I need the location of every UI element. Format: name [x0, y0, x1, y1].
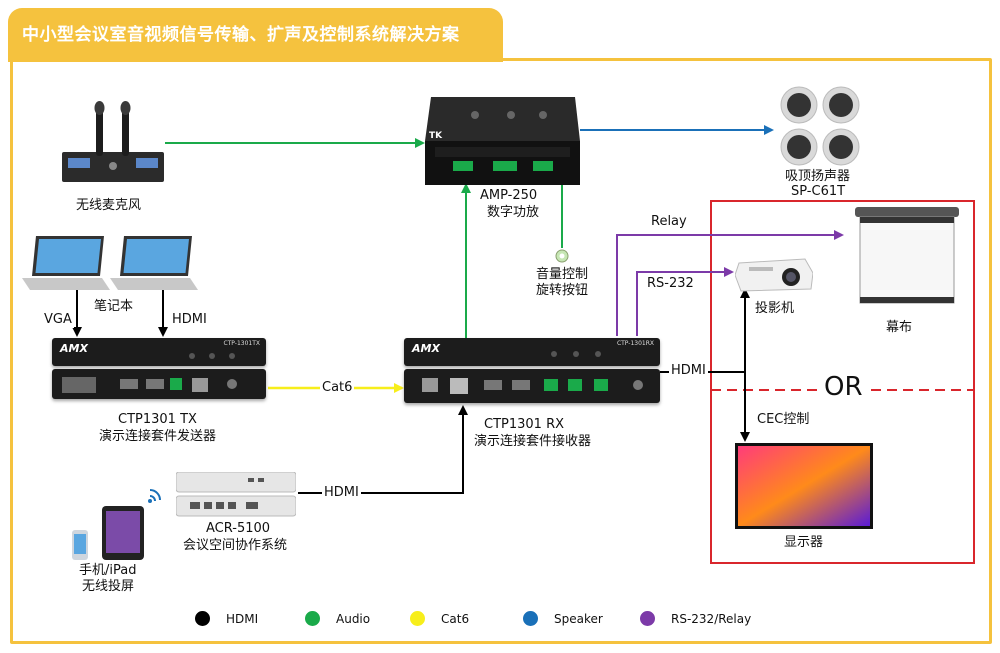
screen-device: [855, 207, 959, 311]
tx-desc: 演示连接套件发送器: [99, 429, 217, 444]
projector-icon: [734, 258, 814, 292]
option-box: [710, 200, 975, 564]
acr-device: [175, 471, 297, 518]
legend-swatch: [640, 611, 655, 626]
display-label: 显示器: [784, 535, 824, 550]
rx-front-panel: AMX CTP-1301RX: [404, 338, 660, 366]
screen-icon: [855, 207, 959, 304]
wire-label-hdmi-rx: HDMI: [669, 363, 708, 379]
rx-badge: CTP-1301RX: [616, 340, 654, 347]
legend-swatch: [305, 611, 320, 626]
tx-front-panel: AMX CTP-1301TX: [52, 338, 266, 366]
speakers-label: 吸顶扬声器: [785, 169, 851, 184]
wire-label-rs232: RS-232: [645, 276, 696, 292]
legend-swatch: [195, 611, 210, 626]
rx-rear-panel: [404, 369, 660, 403]
knob-icon: [555, 249, 569, 263]
amp-device: TK: [425, 97, 580, 185]
volume-knob: [555, 248, 569, 263]
rx-brand: AMX: [412, 342, 440, 355]
speaker-icon: [780, 86, 860, 166]
phone-ipad-device: [72, 486, 172, 562]
mic-label: 无线麦克风: [76, 198, 142, 213]
wire-label-vga: VGA: [42, 312, 74, 328]
wire-label-relay: Relay: [649, 214, 689, 230]
legend-label: HDMI: [226, 611, 259, 626]
amp-brand-logo: TK: [429, 131, 443, 141]
amp-desc: 数字功放: [487, 205, 540, 220]
tx-brand: AMX: [60, 342, 88, 355]
laptop-icon: [110, 236, 198, 290]
wire-acr-rx: [298, 405, 468, 494]
laptop-right: [110, 236, 198, 296]
amp-name: AMP-250: [480, 188, 538, 203]
diagram-frame: [10, 58, 992, 644]
knob-label-1: 音量控制: [536, 267, 589, 282]
wire-relay: [616, 230, 844, 336]
wireless-mic-device: [62, 100, 164, 186]
speakers-model: SP-C61T: [791, 184, 846, 199]
laptop-left: [22, 236, 110, 296]
legend-swatch: [523, 611, 538, 626]
legend-label: Speaker: [554, 611, 603, 626]
legend-item-audio: Audio: [305, 611, 370, 626]
acr-icon: [175, 471, 297, 517]
laptop-label: 笔记本: [94, 299, 134, 314]
projector-device: [734, 255, 814, 295]
legend-item-speaker: Speaker: [523, 611, 603, 626]
tx-name: CTP1301 TX: [118, 412, 197, 427]
legend-item-cat6: Cat6: [410, 611, 469, 626]
acr-name: ACR-5100: [206, 521, 271, 536]
legend-label: Cat6: [441, 611, 470, 626]
tablet-icon: [72, 489, 161, 560]
acr-desc: 会议空间协作系统: [183, 538, 288, 553]
tx-rear-panel: [52, 369, 266, 399]
laptop-icon: [22, 236, 110, 290]
rx-desc: 演示连接套件接收器: [474, 434, 592, 449]
wire-label-hdmi-laptop: HDMI: [170, 312, 209, 328]
ceiling-speakers: [780, 86, 860, 166]
title-tab: [8, 8, 503, 62]
option-or-label: OR: [822, 372, 865, 402]
legend-label: RS-232/Relay: [671, 611, 752, 626]
legend-item-hdmi: HDMI: [195, 611, 258, 626]
knob-label-2: 旋转按钮: [536, 283, 589, 298]
wire-label-hdmi-acr: HDMI: [322, 485, 361, 501]
rx-name: CTP1301 RX: [484, 417, 565, 432]
wire-rs232: [636, 267, 734, 336]
display-icon: [735, 443, 873, 529]
phone-label-1: 手机/iPad: [79, 563, 137, 578]
legend-label: Audio: [336, 611, 371, 626]
legend-swatch: [410, 611, 425, 626]
projector-label: 投影机: [755, 301, 795, 316]
page-title: 中小型会议室音视频信号传输、扩声及控制系统解决方案: [22, 25, 460, 45]
mic-icon: [62, 101, 164, 182]
tx-badge: CTP-1301TX: [223, 340, 260, 347]
phone-label-2: 无线投屏: [82, 579, 135, 594]
display-device: [735, 443, 873, 529]
wire-label-cat6: Cat6: [320, 380, 355, 396]
screen-label: 幕布: [886, 320, 913, 335]
legend-item-rs232: RS-232/Relay: [640, 611, 751, 626]
wire-label-cec: CEC控制: [755, 412, 812, 428]
